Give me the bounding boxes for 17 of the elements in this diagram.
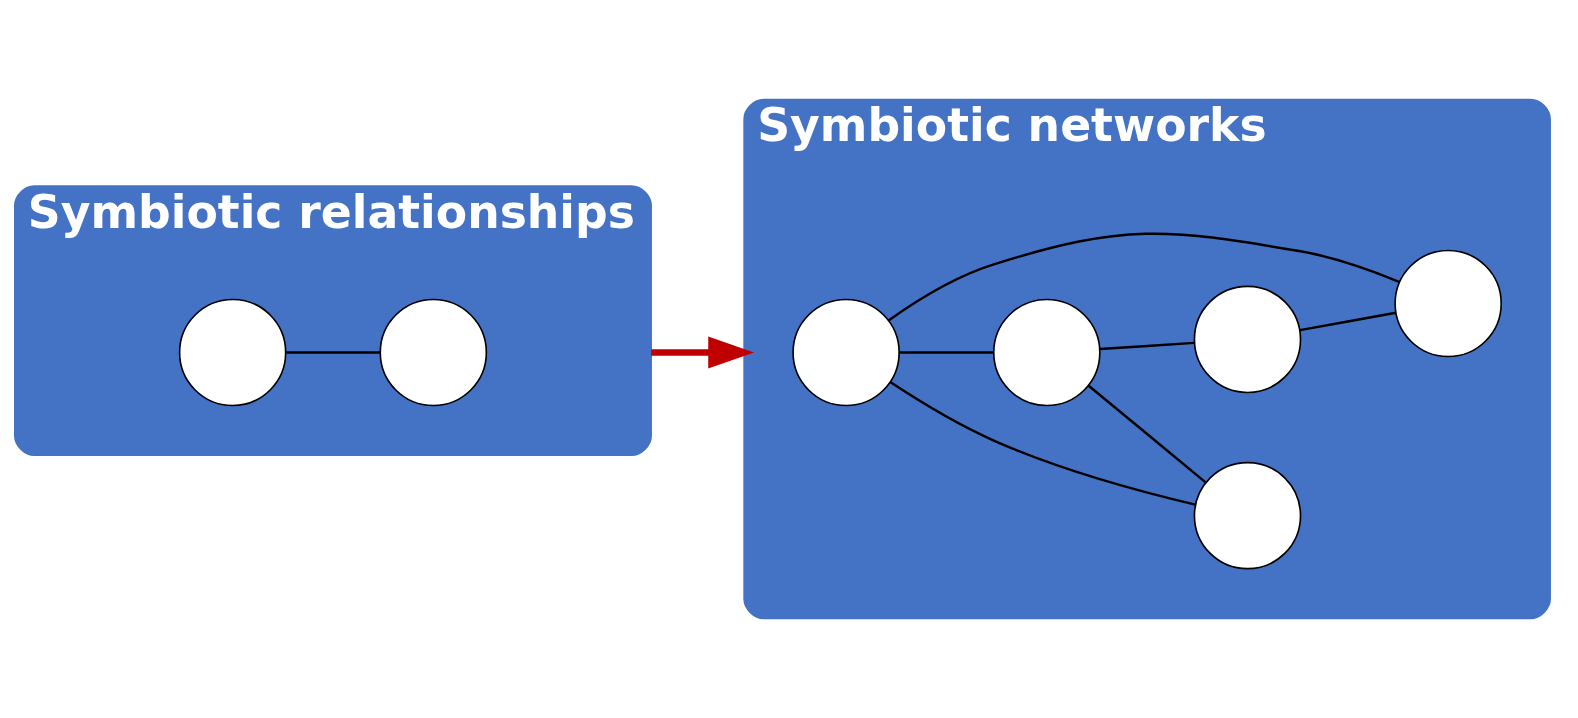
connector [286,351,381,354]
connector [899,351,994,354]
node-circle [992,298,1101,407]
connector [887,232,1401,322]
node-circle [1193,285,1302,394]
connector [889,381,1196,506]
node-circle [1394,249,1502,358]
connector [1299,311,1397,332]
node-circle [792,298,900,407]
node-circle [178,298,287,407]
connector [1099,341,1195,351]
cluster: Symbiotic networks [743,98,1551,620]
cluster: Symbiotic relationships [14,185,652,457]
node-circle [1193,461,1302,570]
arrow [651,336,754,369]
connector [1087,384,1207,484]
node-circle [379,298,488,407]
